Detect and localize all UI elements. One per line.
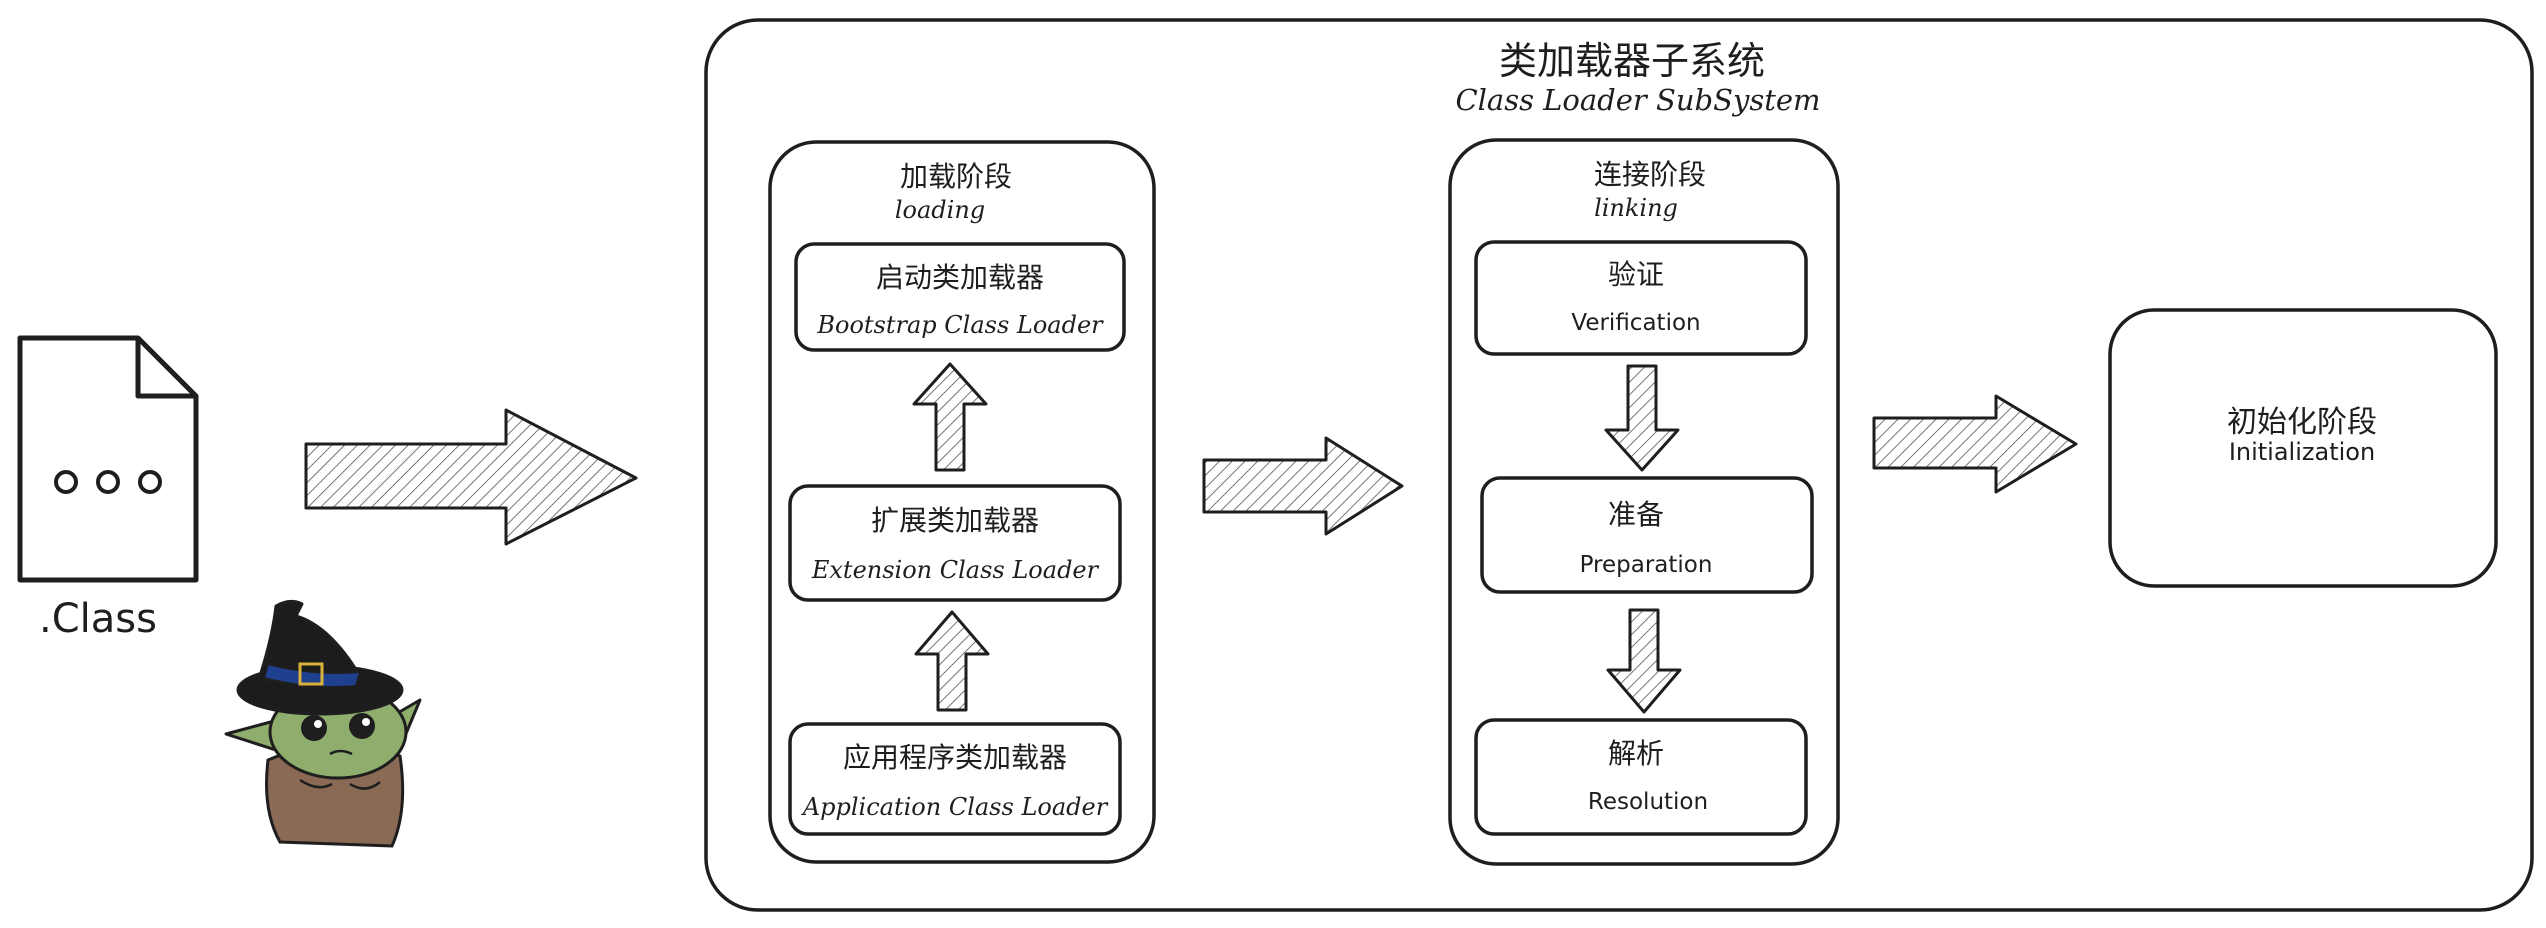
extension-loader-box	[788, 484, 1122, 602]
preparation-zh: 准备	[1608, 498, 1664, 531]
resolution-box	[1474, 718, 1808, 836]
extension-loader-zh: 扩展类加载器	[871, 504, 1039, 537]
resolution-en: Resolution	[1588, 789, 1708, 815]
bootstrap-loader-en: Bootstrap Class Loader	[816, 311, 1104, 339]
arrow-down-verification-to-preparation	[1604, 364, 1680, 472]
loading-title-en: loading	[895, 196, 985, 224]
application-loader-zh: 应用程序类加载器	[843, 741, 1067, 774]
initialization-title-en: Initialization	[2229, 438, 2375, 466]
arrow-up-extension-to-bootstrap	[912, 362, 988, 472]
verification-box	[1474, 240, 1808, 356]
subsystem-title-zh: 类加载器子系统	[1499, 39, 1765, 83]
loading-title-zh: 加载阶段	[900, 160, 1012, 193]
wizard-mascot-icon	[224, 599, 422, 848]
extension-loader-en: Extension Class Loader	[811, 556, 1100, 584]
verification-zh: 验证	[1608, 258, 1664, 291]
initialization-stage-box	[2108, 308, 2498, 588]
bootstrap-loader-box	[794, 242, 1126, 352]
class-file-icon	[17, 335, 199, 583]
subsystem-title-en: Class Loader SubSystem	[1455, 83, 1820, 117]
arrow-linking-to-initialization	[1872, 394, 2078, 494]
resolution-zh: 解析	[1608, 737, 1664, 770]
arrow-down-preparation-to-resolution	[1606, 608, 1682, 714]
application-loader-en: Application Class Loader	[801, 793, 1109, 821]
bootstrap-loader-zh: 启动类加载器	[876, 261, 1044, 294]
class-file-label: .Class	[39, 596, 157, 642]
arrow-loading-to-linking	[1202, 436, 1404, 536]
preparation-box	[1480, 476, 1814, 594]
verification-en: Verification	[1571, 310, 1700, 336]
arrow-to-subsystem	[304, 408, 638, 546]
preparation-en: Preparation	[1580, 552, 1713, 578]
arrow-up-application-to-extension	[914, 610, 990, 712]
application-loader-box	[788, 722, 1122, 836]
linking-title-zh: 连接阶段	[1594, 158, 1706, 191]
initialization-title-zh: 初始化阶段	[2227, 405, 2377, 440]
linking-title-en: linking	[1594, 194, 1678, 222]
